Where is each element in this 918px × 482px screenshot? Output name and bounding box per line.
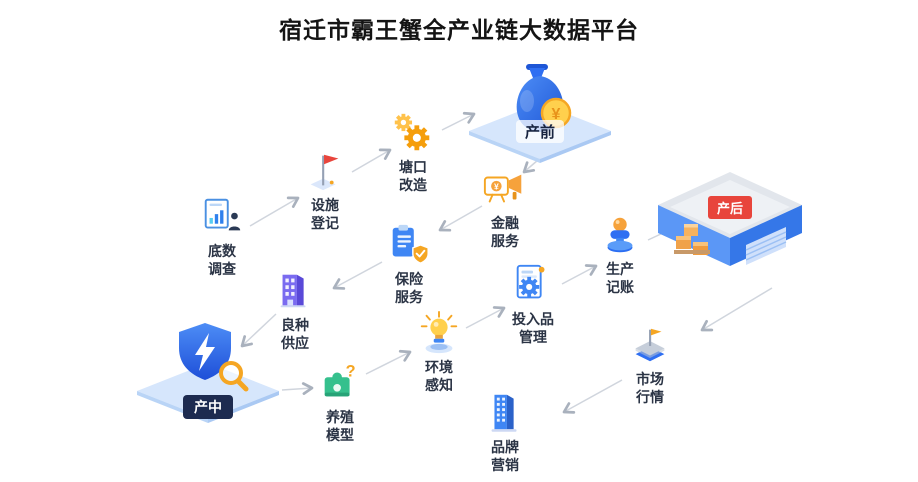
connector-market-brand <box>562 379 623 414</box>
abacus-lamp-icon <box>607 217 633 253</box>
yuan-symbol: ¥ <box>494 181 499 191</box>
node-insurance-services[interactable]: 保险 服务 <box>373 222 445 307</box>
lightbulb-icon <box>420 310 458 354</box>
node-label: 塘口 改造 <box>399 159 427 193</box>
node-base-survey[interactable]: 底数 调查 <box>186 194 258 279</box>
node-facility-registration[interactable]: 设施 登记 <box>289 148 361 233</box>
warehouse-icon <box>658 172 802 266</box>
connector-facility-pond <box>351 148 392 173</box>
connector-seed-mid <box>240 313 277 348</box>
node-brand-marketing[interactable]: 品牌 营销 <box>469 390 541 475</box>
clipboard-shield-icon <box>392 224 429 264</box>
shield-search-icon <box>137 323 279 423</box>
connector-pond-pre <box>441 111 476 131</box>
broadcast-icon: ¥ <box>483 174 522 203</box>
pallet-boxes-icon <box>674 224 710 255</box>
yuan-symbol: ¥ <box>552 106 561 123</box>
node-label: 底数 调查 <box>208 243 236 277</box>
node-label: 品牌 营销 <box>491 439 519 473</box>
node-pond-renovation[interactable]: 塘口 改造 <box>377 110 449 195</box>
puzzle-question-icon: ? <box>324 362 356 397</box>
node-financial-services[interactable]: ¥ 金融 服务 <box>469 166 541 251</box>
node-breeding-model[interactable]: ? 养殖 模型 <box>304 360 376 445</box>
page-title: 宿迁市霸王蟹全产业链大数据平台 <box>279 17 639 43</box>
flag-icon <box>310 154 339 191</box>
node-label: 环境 感知 <box>425 359 453 393</box>
node-label: 养殖 模型 <box>326 409 354 443</box>
connector-environment-inputs <box>465 306 506 329</box>
building-icon <box>280 274 306 308</box>
connector-finance-insurance <box>438 205 483 232</box>
node-label: 生产 记账 <box>606 261 634 295</box>
node-label: 设施 登记 <box>311 197 339 231</box>
node-label: 良种 供应 <box>281 317 309 351</box>
stage-pre-production[interactable]: ¥ 产前 <box>465 63 615 163</box>
node-market-conditions[interactable]: 市场 行情 <box>614 322 686 407</box>
connector-breeding-environment <box>365 349 412 375</box>
node-label: 保险 服务 <box>395 271 423 305</box>
connector-post-market <box>700 287 773 332</box>
node-environment-sensing[interactable]: 环境 感知 <box>403 310 475 395</box>
question-symbol: ? <box>346 362 356 380</box>
money-bag-icon: ¥ <box>469 64 611 163</box>
node-label: 市场 行情 <box>636 371 664 405</box>
node-inputs-management[interactable]: 投入品 管理 <box>497 262 569 347</box>
stacked-market-icon <box>635 328 665 362</box>
connector-insurance-seed <box>332 261 383 290</box>
report-person-icon <box>204 198 241 231</box>
node-seed-supply[interactable]: 良种 供应 <box>259 268 331 353</box>
connector-mid-breeding <box>281 382 314 395</box>
node-label: 金融 服务 <box>491 215 519 249</box>
connector-inputs-accounting <box>561 264 598 285</box>
node-production-accounting[interactable]: 生产 记账 <box>584 212 656 297</box>
node-label: 投入品 管理 <box>512 311 554 345</box>
gears-icon <box>394 113 430 151</box>
office-tower-icon <box>491 394 517 432</box>
connector-survey-facility <box>249 196 300 227</box>
stage-post-production[interactable]: 产后 <box>650 168 810 283</box>
document-gear-icon <box>516 264 545 299</box>
